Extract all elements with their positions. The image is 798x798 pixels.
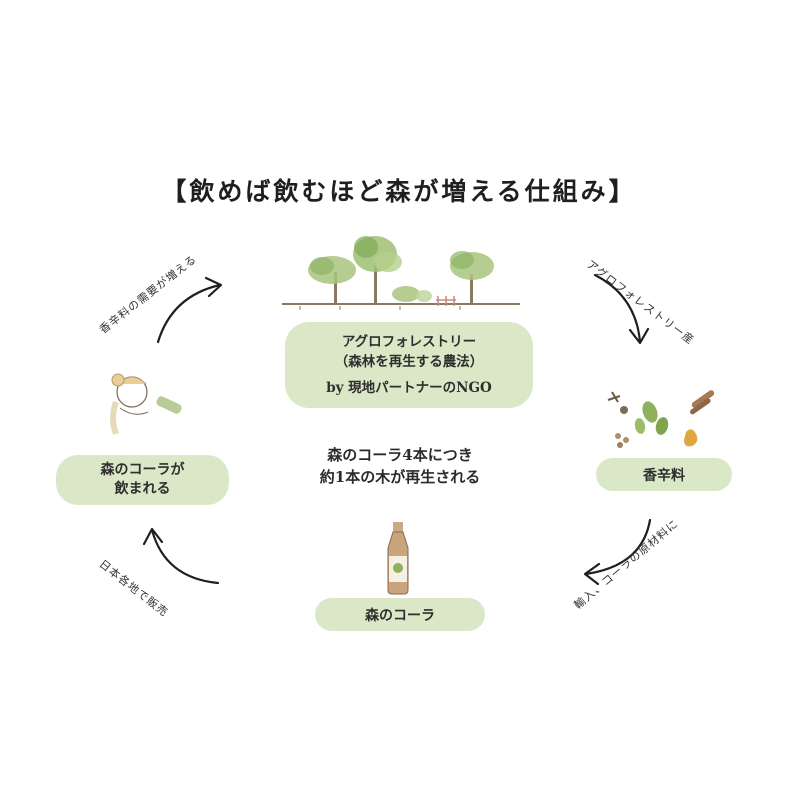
node-spice-label: 香辛料 bbox=[643, 467, 685, 484]
node-drink-line1: 森のコーラが bbox=[100, 462, 185, 478]
node-agroforestry-title: アグロフォレストリー bbox=[341, 334, 477, 350]
trees-illustration bbox=[282, 236, 520, 310]
node-agroforestry-partner: by 現地パートナーのNGO bbox=[326, 380, 492, 396]
cola-bottle-illustration bbox=[387, 522, 409, 595]
node-agroforestry: アグロフォレストリー （森林を再生する農法） by 現地パートナーのNGO bbox=[285, 322, 533, 408]
center-message: 森のコーラ4本につき 約1本の木が再生される bbox=[270, 444, 530, 488]
arrow-top-left bbox=[156, 283, 222, 344]
node-cola-label: 森のコーラ bbox=[365, 607, 435, 624]
node-spice: 香辛料 bbox=[596, 458, 732, 491]
person-drinking-illustration bbox=[110, 373, 182, 436]
node-agroforestry-subtitle: （森林を再生する農法） bbox=[334, 354, 484, 370]
node-cola: 森のコーラ bbox=[315, 598, 485, 631]
center-message-line1: 森のコーラ4本につき bbox=[327, 446, 473, 464]
arrow-bottom-left bbox=[150, 528, 220, 585]
arrow-top-right bbox=[593, 273, 642, 344]
arrow-bottom-right bbox=[584, 518, 652, 576]
page-title: 【飲めば飲むほど森が増える仕組み】 bbox=[161, 177, 637, 206]
node-drink: 森のコーラが 飲まれる bbox=[56, 455, 229, 505]
node-drink-line2: 飲まれる bbox=[114, 481, 171, 497]
center-message-line2: 約1本の木が再生される bbox=[319, 468, 481, 486]
spices-illustration bbox=[607, 390, 715, 448]
